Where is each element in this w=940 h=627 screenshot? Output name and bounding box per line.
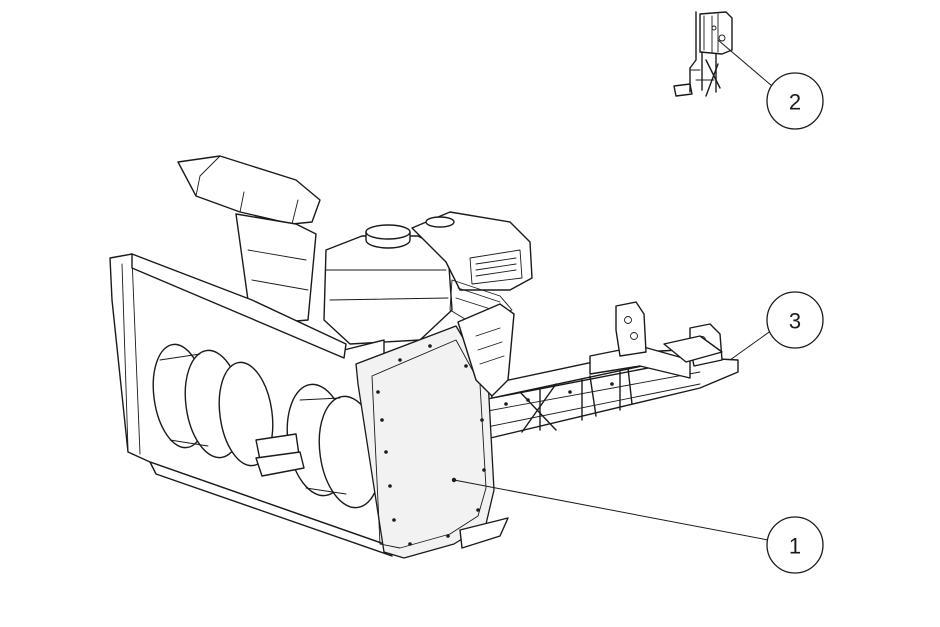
callout-3-label: 3 <box>789 309 801 334</box>
push-frame-part <box>481 301 739 441</box>
leader-line-3 <box>729 329 773 361</box>
callout-1: 1 <box>766 516 824 574</box>
callout-2-label: 2 <box>789 90 801 115</box>
mounting-bracket-part <box>673 11 733 97</box>
callout-3: 3 <box>766 291 824 349</box>
callout-1-label: 1 <box>789 534 801 559</box>
callout-2: 2 <box>766 72 824 130</box>
leader-line-1 <box>453 479 769 541</box>
leader-line-2 <box>717 39 773 87</box>
snowblower-housing-part <box>109 155 533 559</box>
